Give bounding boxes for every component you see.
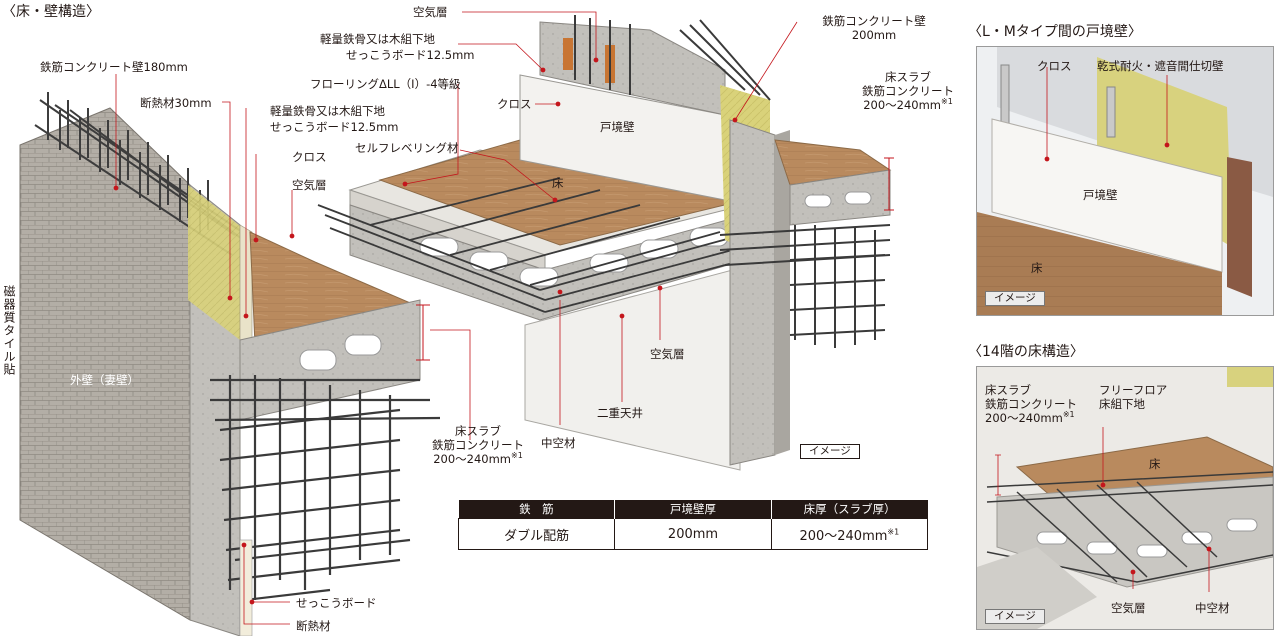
label-hollow: 中空材: [541, 436, 576, 450]
label-rc-wall-180: 鉄筋コンクリート壁180mm: [40, 60, 188, 74]
lm-section-title: 〈L・Mタイプ間の戸境壁〉: [968, 24, 1142, 40]
floor14-section-title: 〈14階の床構造〉: [968, 344, 1084, 360]
floor14-label-slab: 床スラブ 鉄筋コンクリート 200〜240mm※1: [985, 383, 1077, 425]
spec-header-slab-thickness: 床厚（スラブ厚）: [770, 500, 928, 519]
label-gypsum-board: せっこうボード: [296, 596, 377, 610]
floor14-label-air: 空気層: [1111, 601, 1146, 615]
main-image-badge: イメージ: [800, 444, 860, 459]
label-gypsum-1: せっこうボード12.5mm: [270, 120, 399, 134]
spec-value-slab-thickness: 200〜240mm※1: [770, 518, 929, 550]
lm-label-cloth: クロス: [1037, 59, 1072, 73]
center-concrete-column: [729, 119, 790, 466]
label-insulation-30: 断熱材30mm: [140, 96, 212, 110]
label-light-steel-2: 軽量鉄骨又は木組下地: [320, 32, 435, 46]
floor14-label-floor: 床: [1149, 457, 1161, 471]
label-slab-left: 床スラブ 鉄筋コンクリート 200〜240mm※1: [432, 424, 524, 466]
label-exterior-wall: 外壁（妻壁）: [70, 373, 139, 387]
wall-insulation: [188, 185, 245, 340]
floor-wall-structure-illustration: [19, 11, 894, 636]
dimension-markers: [416, 157, 894, 361]
label-cloth-2: クロス: [497, 97, 532, 111]
floor14-image-badge: イメージ: [985, 609, 1045, 624]
spec-header-wall-thickness: 戸境壁厚: [614, 500, 772, 519]
label-cloth-1: クロス: [292, 150, 327, 164]
column-rebar-cage: [210, 375, 441, 602]
lm-party-wall-panel: クロス 乾式耐火・遮音間仕切壁 戸境壁 床 イメージ: [976, 46, 1274, 316]
double-ceiling-board: [524, 267, 741, 471]
label-light-steel-1: 軽量鉄骨又は木組下地: [270, 104, 385, 118]
floor14-label-hollow: 中空材: [1195, 601, 1230, 615]
label-slab-right: 床スラブ 鉄筋コンクリート 200〜240mm※1: [862, 70, 954, 112]
label-flooring: フローリングΔLL（I）-4等級: [310, 77, 461, 91]
floor14-label-free-floor: フリーフロア 床組下地: [1099, 383, 1168, 411]
slab-rebar-grid: [317, 177, 776, 313]
right-rebar-cage: [719, 224, 891, 348]
spec-table: 鉄 筋 戸境壁厚 床厚（スラブ厚） ダブル配筋 200mm 200〜240mm※…: [457, 500, 929, 550]
lm-label-floor: 床: [1031, 261, 1043, 275]
label-double-ceiling: 二重天井: [597, 406, 643, 420]
lm-image-badge: イメージ: [985, 291, 1045, 306]
label-gypsum-2: せっこうボード12.5mm: [346, 48, 475, 62]
lm-label-dry-partition: 乾式耐火・遮音間仕切壁: [1097, 59, 1224, 73]
label-floor: 床: [552, 176, 564, 190]
label-insulation: 断熱材: [296, 619, 331, 633]
gypsum-board-strip: [239, 539, 253, 636]
main-section-title: 〈床・壁構造〉: [2, 4, 100, 20]
floor14-panel-illustration: [977, 367, 1273, 629]
lm-label-party-wall: 戸境壁: [1083, 188, 1118, 202]
spec-value-rebar: ダブル配筋: [457, 518, 616, 550]
label-party-wall: 戸境壁: [600, 120, 635, 134]
label-air-mid: 空気層: [650, 347, 685, 361]
floor14-panel: 床スラブ 鉄筋コンクリート 200〜240mm※1 フリーフロア 床組下地 床 …: [976, 366, 1274, 630]
label-rc-wall-200: 鉄筋コンクリート壁 200mm: [822, 14, 926, 42]
right-slab: [774, 139, 892, 226]
center-wall-rebar: [574, 15, 771, 101]
spec-table-header-row: 鉄 筋 戸境壁厚 床厚（スラブ厚）: [458, 500, 928, 519]
label-air-top: 空気層: [413, 5, 448, 19]
wall-top-rebar: [34, 92, 251, 256]
label-air-1: 空気層: [292, 178, 327, 192]
left-slab: [239, 299, 421, 421]
tile-finish-vertical-label: 磁器質タイル貼: [2, 285, 16, 376]
spec-value-wall-thickness: 200mm: [614, 518, 772, 550]
label-self-leveling: セルフレベリング材: [355, 141, 459, 155]
lm-panel-illustration: [977, 47, 1273, 315]
spec-header-rebar: 鉄 筋: [458, 500, 615, 519]
leader-lines: [113, 11, 798, 625]
spec-table-value-row: ダブル配筋 200mm 200〜240mm※1: [457, 518, 929, 550]
